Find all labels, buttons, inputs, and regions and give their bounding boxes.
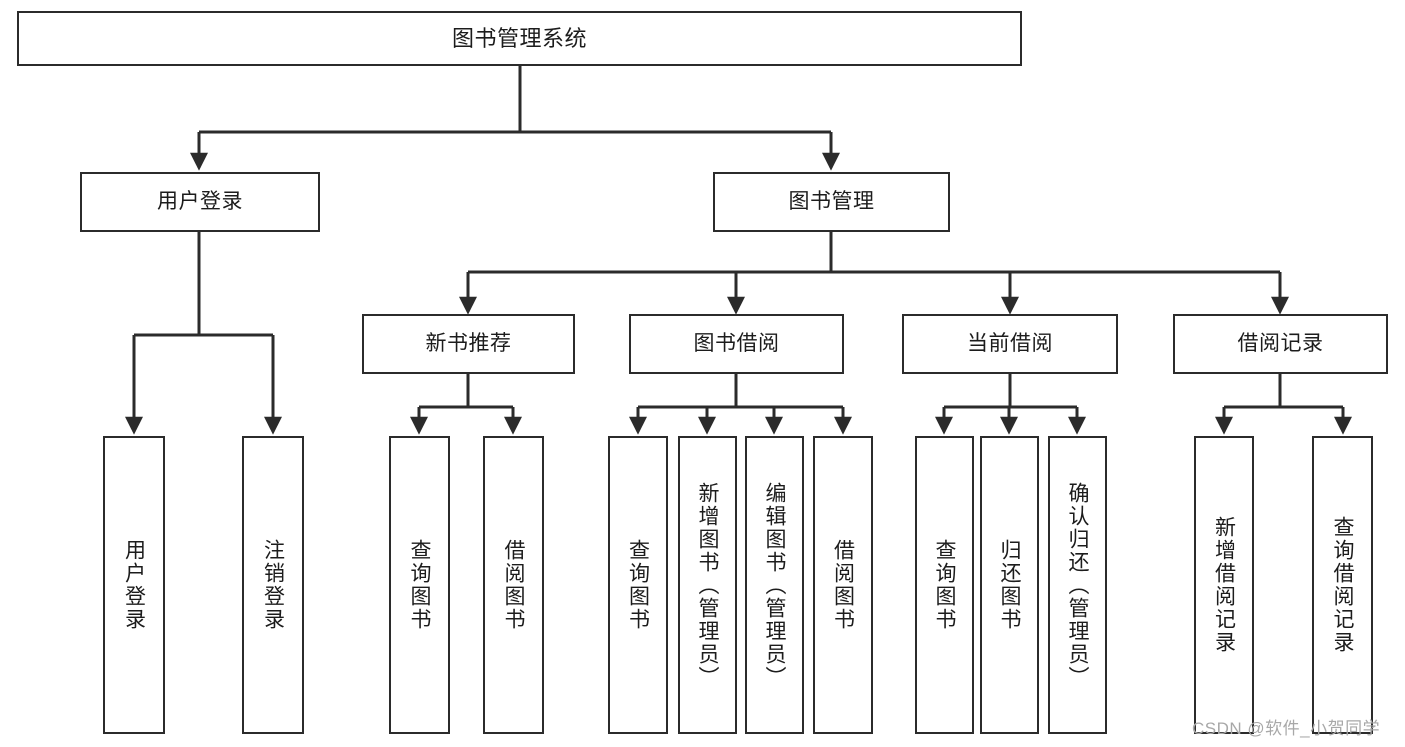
- node-leaf-user-login[interactable]: 用户登录: [103, 436, 165, 734]
- node-leaf-edit-book-admin[interactable]: 编辑图书（管理员）: [745, 436, 804, 734]
- node-new-book-recommend[interactable]: 新书推荐: [362, 314, 575, 374]
- node-user-login[interactable]: 用户登录: [80, 172, 320, 232]
- node-label: 图书管理: [788, 189, 875, 213]
- node-book-borrow[interactable]: 图书借阅: [629, 314, 844, 374]
- node-leaf-query-book-current[interactable]: 查询图书: [915, 436, 974, 734]
- node-label: 查询图书: [626, 539, 650, 631]
- node-label: 编辑图书（管理员）: [763, 481, 786, 689]
- node-label: 图书借阅: [693, 331, 780, 355]
- node-leaf-confirm-return-admin[interactable]: 确认归还（管理员）: [1048, 436, 1107, 734]
- node-leaf-add-borrow-record[interactable]: 新增借阅记录: [1194, 436, 1254, 734]
- node-label: 借阅图书: [502, 539, 525, 631]
- node-label: 新书推荐: [425, 331, 512, 355]
- node-leaf-borrow-book[interactable]: 借阅图书: [813, 436, 873, 734]
- node-book-management[interactable]: 图书管理: [713, 172, 950, 232]
- node-label: 注销登录: [261, 539, 285, 631]
- node-label: 查询借阅记录: [1331, 516, 1354, 654]
- node-leaf-add-book-admin[interactable]: 新增图书（管理员）: [678, 436, 737, 734]
- csdn-watermark: CSDN @软件_小贺同学: [1192, 719, 1381, 738]
- node-label: 新增图书（管理员）: [696, 481, 719, 689]
- node-label: 归还图书: [998, 539, 1021, 631]
- node-label: 图书管理系统: [451, 25, 587, 51]
- node-borrow-records[interactable]: 借阅记录: [1173, 314, 1388, 374]
- node-label: 新增借阅记录: [1212, 516, 1236, 654]
- node-leaf-logout[interactable]: 注销登录: [242, 436, 304, 734]
- node-leaf-query-borrow-record[interactable]: 查询借阅记录: [1312, 436, 1373, 734]
- node-label: 确认归还（管理员）: [1066, 481, 1089, 689]
- node-label: 当前借阅: [967, 331, 1053, 355]
- node-leaf-borrow-book-recommend[interactable]: 借阅图书: [483, 436, 544, 734]
- node-leaf-query-book-borrow[interactable]: 查询图书: [608, 436, 668, 734]
- node-current-borrow[interactable]: 当前借阅: [902, 314, 1118, 374]
- node-label: 查询图书: [933, 539, 956, 631]
- node-label: 查询图书: [408, 539, 431, 631]
- node-root-library-system[interactable]: 图书管理系统: [17, 11, 1022, 66]
- node-label: 用户登录: [157, 189, 243, 213]
- node-leaf-return-book[interactable]: 归还图书: [980, 436, 1039, 734]
- node-label: 借阅记录: [1237, 331, 1324, 355]
- node-label: 用户登录: [122, 539, 146, 631]
- node-leaf-query-book-recommend[interactable]: 查询图书: [389, 436, 450, 734]
- node-label: 借阅图书: [831, 539, 855, 631]
